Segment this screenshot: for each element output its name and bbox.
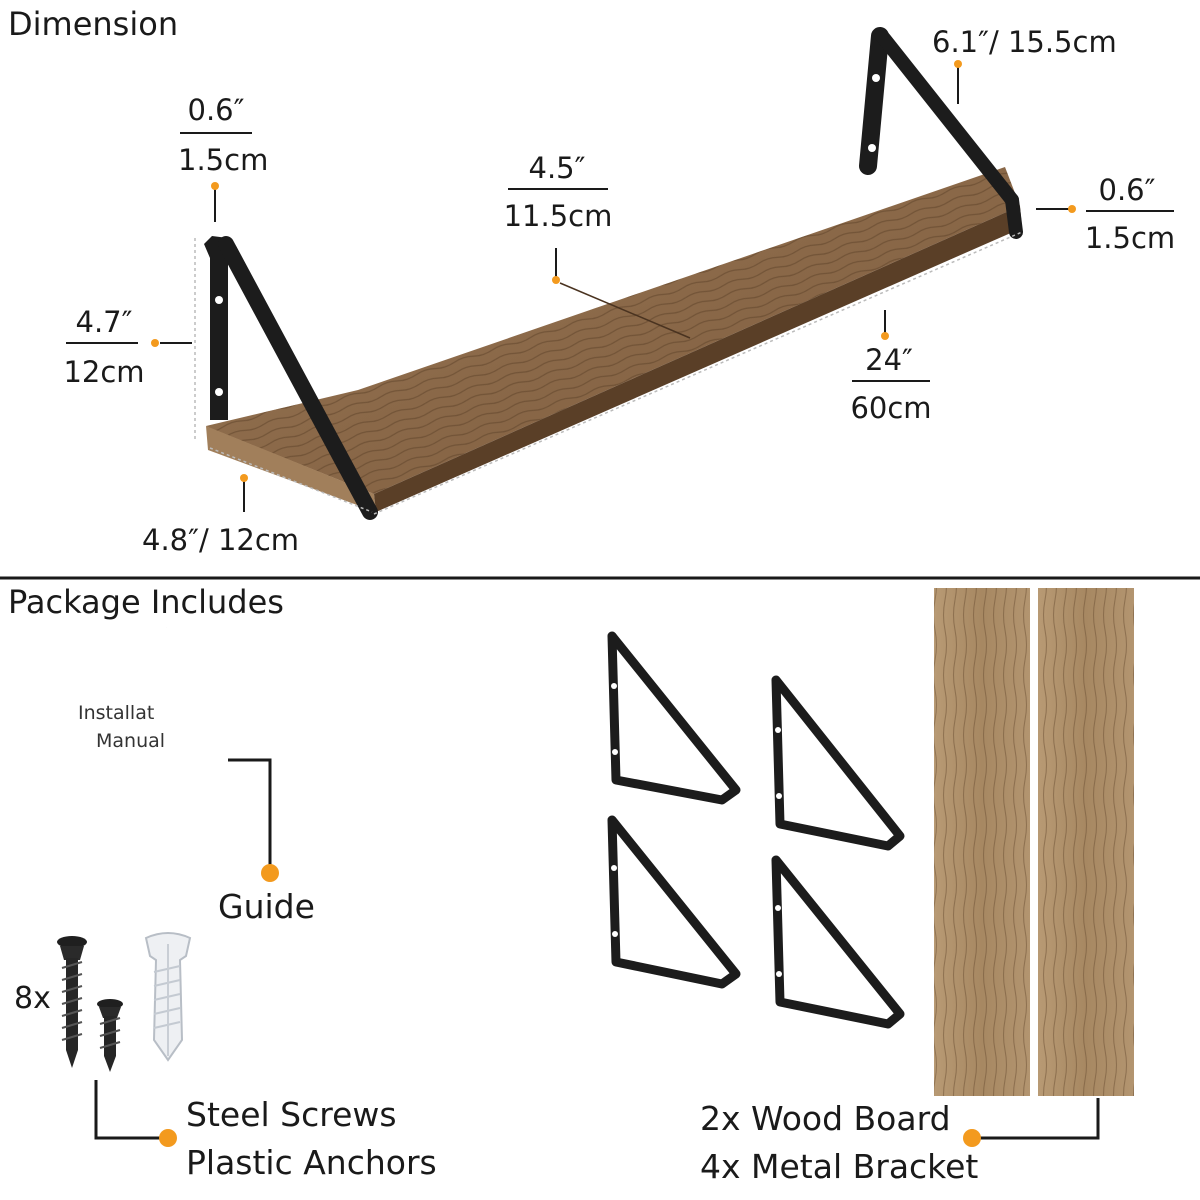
wood-board-label: 2x Wood Board (700, 1099, 951, 1138)
metal-bracket-3 (607, 815, 741, 989)
metal-bracket-label: 4x Metal Bracket (700, 1147, 979, 1186)
fraction-line (66, 342, 138, 344)
fraction-line (852, 380, 930, 382)
board-depth-bottom: 11.5cm (503, 199, 613, 233)
metal-bracket-2 (771, 675, 905, 851)
short-screw (97, 999, 123, 1072)
bracket-thickness-left-top: 0.6″ (187, 93, 245, 127)
manual-title-line1: Installat (78, 702, 155, 724)
metal-brackets (607, 631, 905, 1029)
plastic-anchors-label: Plastic Anchors (186, 1143, 437, 1182)
dimension-heading: Dimension (8, 5, 179, 43)
board-length-top: 24″ (865, 343, 913, 377)
right-bracket (859, 27, 1023, 239)
fraction-line (1086, 210, 1174, 212)
accent-dots (151, 60, 1076, 482)
leader-lines (160, 66, 1070, 512)
hardware-count: 8x (14, 981, 51, 1016)
hardware-connector (94, 1080, 160, 1140)
bracket-height-bottom: 12cm (63, 355, 145, 389)
guide-dot (261, 864, 279, 882)
metal-bracket-4 (771, 855, 905, 1029)
fraction-line (508, 188, 608, 190)
plastic-anchor (144, 932, 192, 1062)
measurement-guides (194, 231, 1023, 515)
metal-bracket-1 (607, 631, 741, 805)
long-screw (57, 936, 87, 1068)
left-bracket (204, 236, 378, 520)
manual-title-line2: Manual (96, 730, 166, 752)
steel-screws-label: Steel Screws (186, 1095, 397, 1134)
bracket-holes (611, 683, 782, 977)
installation-manual: Installat Manual (38, 628, 228, 868)
bracket-length: 6.1″/ 15.5cm (932, 25, 1117, 59)
fraction-line (180, 132, 252, 134)
bracket-height-top: 4.7″ (75, 305, 133, 339)
bracket-thickness-left-bottom: 1.5cm (178, 143, 269, 177)
bracket-thickness-right-bottom: 1.5cm (1084, 221, 1176, 255)
guide-label: Guide (218, 887, 315, 926)
bracket-thickness-right-top: 0.6″ (1098, 173, 1156, 207)
parts-dot (963, 1129, 981, 1147)
parts-connector (980, 1098, 1100, 1140)
guide-connector (226, 758, 272, 866)
shelf-board (206, 167, 1022, 512)
hardware-dot (159, 1129, 177, 1147)
board-depth-top: 4.5″ (528, 151, 586, 185)
package-heading: Package Includes (8, 583, 284, 621)
bracket-depth: 4.8″/ 12cm (142, 523, 300, 557)
wood-boards (934, 588, 1134, 1096)
board-length-bottom: 60cm (850, 391, 932, 425)
